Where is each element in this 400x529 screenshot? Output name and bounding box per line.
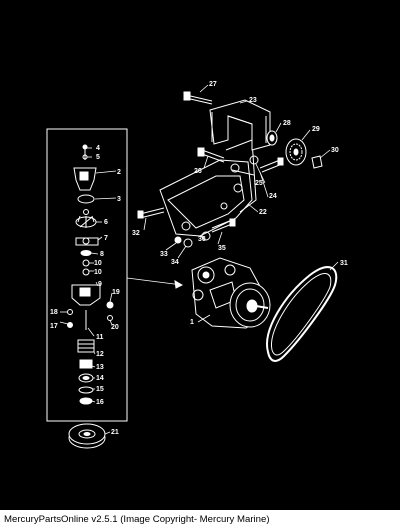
exploded-parts-diagram: 1 2 3 4 5 6 7 8 9 10 10 11 12 13 14 15 1… <box>46 81 348 449</box>
callout-13: 13 <box>96 364 104 371</box>
callout-36: 36 <box>198 236 206 243</box>
callout-8: 8 <box>100 251 104 258</box>
callout-labels: 1 2 3 4 5 6 7 8 9 10 10 11 12 13 14 15 1… <box>50 81 348 436</box>
image-caption: MercuryPartsOnline v2.5.1 (Image Copyrig… <box>0 510 400 529</box>
callout-17: 17 <box>50 323 58 330</box>
callout-1: 1 <box>190 319 194 326</box>
callout-12: 12 <box>96 351 104 358</box>
callout-11: 11 <box>96 334 104 341</box>
callout-16: 16 <box>96 399 104 406</box>
pulley-21 <box>68 423 106 449</box>
callout-14: 14 <box>96 375 104 382</box>
callout-6: 6 <box>104 219 108 226</box>
callout-28: 28 <box>283 120 291 127</box>
callout-24: 24 <box>269 193 277 200</box>
callout-18: 18 <box>50 309 58 316</box>
callout-29: 29 <box>312 126 320 133</box>
callout-34: 34 <box>171 259 179 266</box>
callout-7: 7 <box>104 235 108 242</box>
callout-20: 20 <box>111 324 119 331</box>
callout-22: 22 <box>259 209 267 216</box>
callout-3: 3 <box>117 196 121 203</box>
callout-9: 9 <box>98 281 102 288</box>
callout-15: 15 <box>96 386 104 393</box>
callout-10a: 10 <box>94 260 102 267</box>
callout-25: 25 <box>255 180 263 187</box>
callout-10b: 10 <box>94 269 102 276</box>
callout-19: 19 <box>112 289 120 296</box>
bracket-23 <box>209 99 271 151</box>
sub-assembly-frame <box>46 128 128 422</box>
callout-4: 4 <box>96 145 100 152</box>
callout-27: 27 <box>209 81 217 88</box>
callout-26: 26 <box>194 168 202 175</box>
column-parts <box>67 144 114 405</box>
callout-31: 31 <box>340 260 348 267</box>
callout-23: 23 <box>249 97 257 104</box>
callout-33: 33 <box>160 251 168 258</box>
callout-32: 32 <box>132 230 140 237</box>
leader-lines <box>59 84 339 435</box>
callout-5: 5 <box>96 154 100 161</box>
hardware <box>137 91 323 248</box>
pump-body-1 <box>191 257 271 329</box>
callout-30: 30 <box>331 147 339 154</box>
callout-2: 2 <box>117 169 121 176</box>
callout-21: 21 <box>111 429 119 436</box>
belt-31 <box>266 266 338 362</box>
bracket-22 <box>159 139 257 237</box>
callout-35: 35 <box>218 245 226 252</box>
